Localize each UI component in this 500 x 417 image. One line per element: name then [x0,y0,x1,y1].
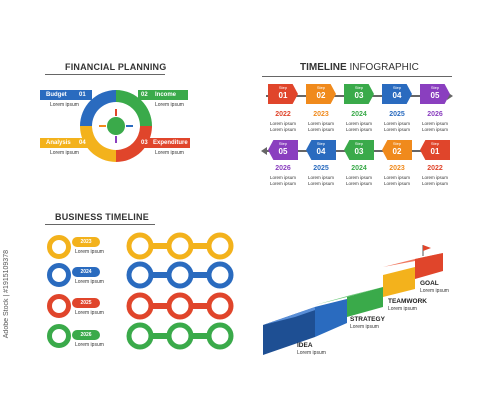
analysis-label: Analysis [46,140,71,146]
financial-title: FINANCIAL PLANNING [65,62,167,72]
stair-label-goal: GOAL [420,280,439,287]
year-r1-2: 2023 [313,111,329,118]
text-2023: Lorem ipsum [75,249,104,255]
text-r2-1: Lorem ipsum Lorem ipsum [269,175,296,186]
stair-label-teamwork: TEAMWORK [388,298,427,305]
stair-text-teamwork: Lorem ipsum [388,306,417,312]
text-r2-3: Lorem ipsum Lorem ipsum [345,175,372,186]
budget-number: 01 [79,92,86,98]
analysis-text: Lorem ipsum [50,150,79,156]
business-ring-grid [126,232,234,350]
income-label: Income [155,92,177,98]
text-r1-5: Lorem ipsum Lorem ipsum [421,121,448,132]
year-r2-2: 2025 [313,165,329,172]
flag-icon [423,245,431,251]
timeline-title-bold: TIMELINE [300,62,347,73]
text-r2-4: Lorem ipsum Lorem ipsum [383,175,410,186]
pill-2026: 2026 [72,330,100,340]
globe-icon [107,117,125,135]
expenditure-segment [116,126,152,162]
ring-2026 [47,324,71,348]
budget-segment [80,90,116,126]
stock-watermark: Adobe Stock | #1915109378 [3,250,10,339]
income-number: 02 [141,92,148,98]
stairs-diagram [263,245,443,355]
year-r2-5: 2022 [427,165,443,172]
stair-label-idea: IDEA [297,342,313,349]
financial-underline [45,74,165,75]
ring-2023 [47,235,71,259]
year-r2-1: 2026 [275,165,291,172]
text-r2-5: Lorem ipsum Lorem ipsum [421,175,448,186]
text-r1-2: Lorem ipsum Lorem ipsum [307,121,334,132]
budget-label: Budget [46,92,67,98]
timeline-title: TIMELINE INFOGRAPHIC [300,62,419,73]
pill-2025: 2025 [72,298,100,308]
year-r1-1: 2022 [275,111,291,118]
strategy-step-top [315,287,383,305]
year-r1-5: 2026 [427,111,443,118]
stair-text-goal: Lorem ipsum [420,288,449,294]
text-r1-1: Lorem ipsum Lorem ipsum [269,121,296,132]
year-r1-4: 2025 [389,111,405,118]
expenditure-label: Expenditure [153,140,188,146]
analysis-number: 04 [79,140,86,146]
year-r1-3: 2024 [351,111,367,118]
timeline-title-light: INFOGRAPHIC [346,62,419,73]
arrow-right-icon [447,92,453,100]
teamwork-step-front [383,267,415,297]
goal-step-front [415,253,443,279]
expenditure-number: 03 [141,140,148,146]
pill-2023: 2023 [72,237,100,247]
budget-tag [40,90,92,100]
business-title: BUSINESS TIMELINE [55,212,149,222]
income-segment [116,90,152,126]
text-r2-2: Lorem ipsum Lorem ipsum [307,175,334,186]
idea-step-side [263,307,315,355]
arrow-left-icon [261,147,267,155]
financial-cycle-diagram [80,90,152,162]
stair-label-strategy: STRATEGY [350,316,385,323]
stair-text-idea: Lorem ipsum [297,350,326,356]
idea-step-front [315,299,347,337]
text-2026: Lorem ipsum [75,342,104,348]
expenditure-text: Lorem ipsum [155,150,184,156]
year-r2-3: 2024 [351,165,367,172]
text-2025: Lorem ipsum [75,310,104,316]
income-tag [138,90,188,100]
strategy-step-front [347,287,383,317]
analysis-tag [40,138,92,148]
budget-text: Lorem ipsum [50,102,79,108]
ring-2025 [47,294,71,318]
year-r2-4: 2023 [389,165,405,172]
stair-text-strategy: Lorem ipsum [350,324,379,330]
income-text: Lorem ipsum [155,102,184,108]
pill-2024: 2024 [72,267,100,277]
business-underline [45,224,155,225]
timeline-underline [262,76,452,77]
analysis-segment [80,126,116,162]
expenditure-tag [138,138,190,148]
text-r1-3: Lorem ipsum Lorem ipsum [345,121,372,132]
text-r1-4: Lorem ipsum Lorem ipsum [383,121,410,132]
ring-2024 [47,263,71,287]
text-2024: Lorem ipsum [75,279,104,285]
